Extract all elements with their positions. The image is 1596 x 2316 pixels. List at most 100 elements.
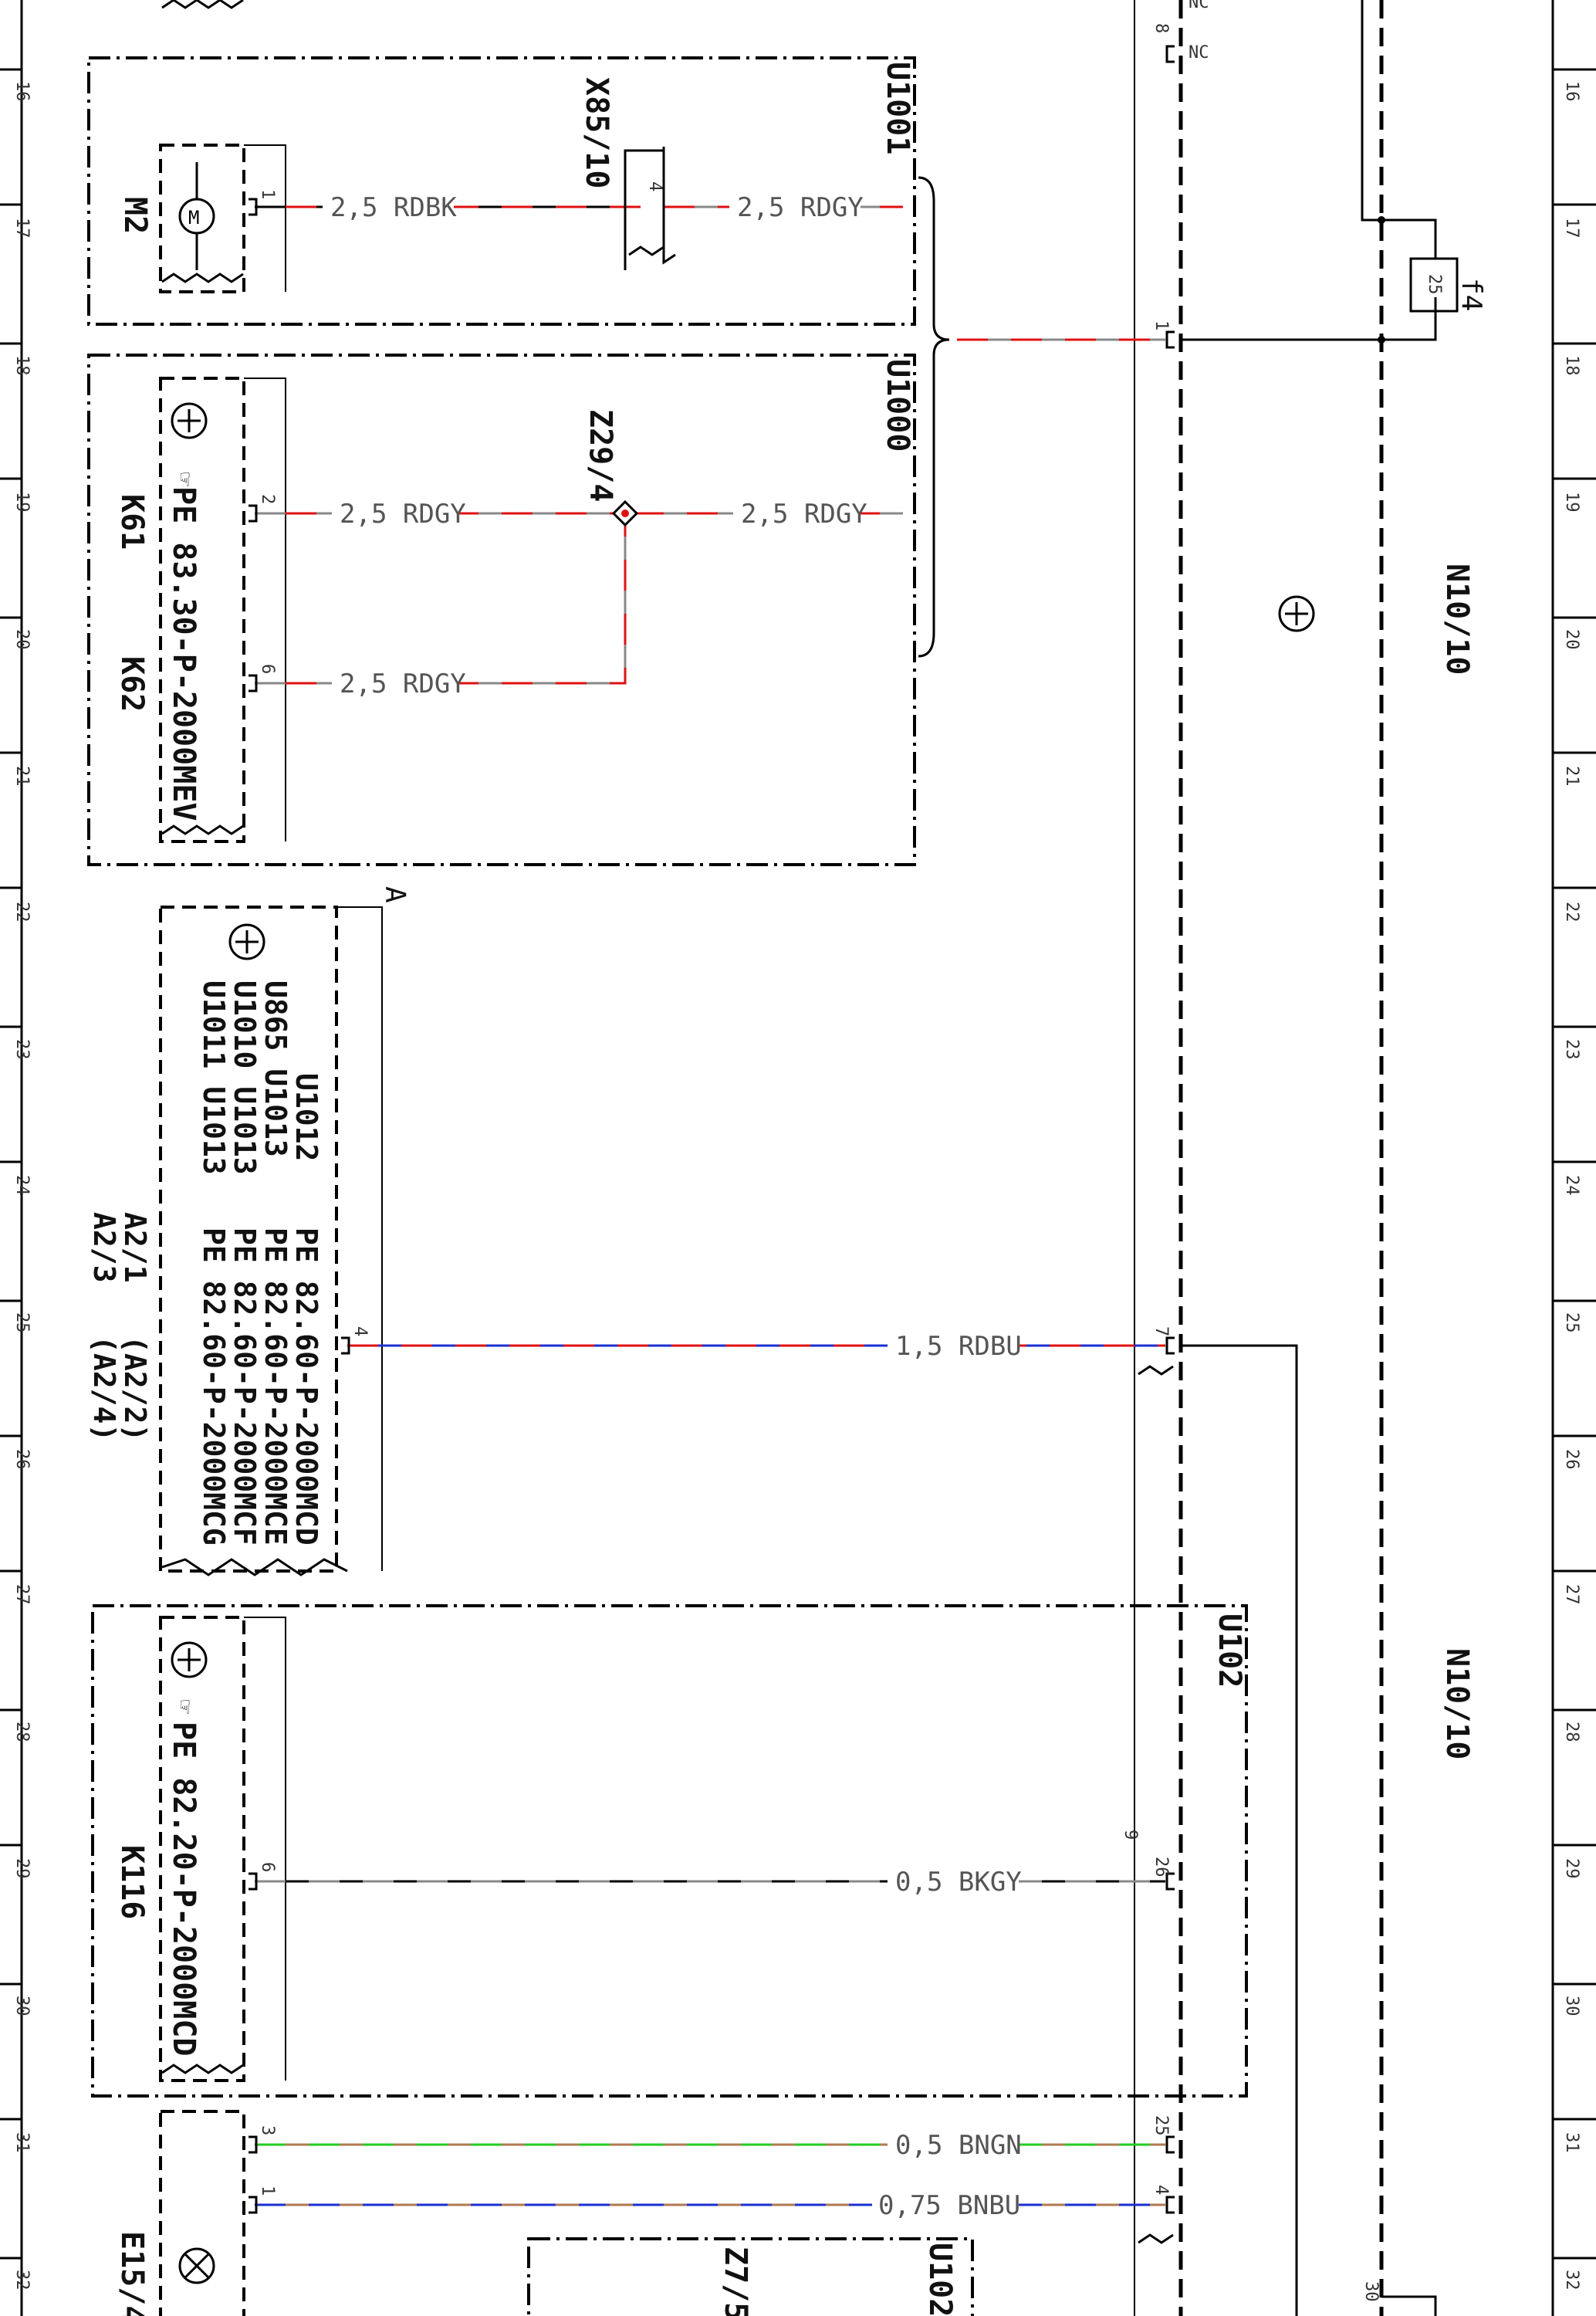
- pin-number: 4: [645, 181, 664, 191]
- grid-num: 17: [1562, 218, 1581, 239]
- n10-top-label: N10/10: [1439, 564, 1475, 676]
- grid-num: 20: [1562, 629, 1581, 650]
- grid-num: 27: [1562, 1584, 1581, 1605]
- svg-text:☞: ☞: [171, 472, 198, 486]
- e15-connector: [159, 2110, 245, 2316]
- k62-label: K62: [114, 656, 150, 712]
- fuse-left-node: [1378, 216, 1385, 224]
- pin-number: 9: [1121, 1830, 1140, 1840]
- grid-num: 21: [1562, 766, 1581, 787]
- wire-label: 2,5 RDGY: [340, 499, 466, 530]
- wire-label: 2,5 RDGY: [737, 192, 864, 223]
- n10-internal-wiring: [1181, 0, 1459, 2316]
- pin-number: 30: [1361, 2281, 1381, 2302]
- grid-num: 26: [1562, 1449, 1581, 1470]
- z7-label: Z7/5: [718, 2247, 753, 2316]
- svg-text:☞: ☞: [171, 1700, 198, 1714]
- grid-num: 18: [12, 355, 32, 376]
- grid-strip-right: [1551, 0, 1596, 2316]
- grid-num: 31: [12, 2132, 32, 2153]
- pin-number: 4: [350, 1326, 370, 1336]
- pin-number: 2: [258, 494, 277, 504]
- a2-line1-units: U1012: [289, 1073, 323, 1161]
- pin-number: 1: [258, 189, 277, 199]
- pin-ticks: [249, 45, 1175, 2214]
- u1001-box: [87, 56, 916, 326]
- wire-label: 0,75 BNBU: [878, 2190, 1020, 2221]
- wire-label: 0,5 BNGN: [895, 2130, 1022, 2161]
- k116-connector: [159, 1616, 245, 2082]
- grid-num: 20: [12, 629, 32, 650]
- z29-splice: [611, 499, 639, 527]
- grid-num: 28: [1562, 1722, 1581, 1742]
- k61-label: K61: [114, 494, 150, 550]
- pin-number: 6: [258, 1862, 277, 1872]
- grid-num: 16: [12, 81, 32, 102]
- grid-numbers-right: 16 17 18 19 20 21 22 23 24 25 26 27 28 2…: [1562, 81, 1581, 2291]
- n10-bottom-label: N10/10: [1439, 1648, 1475, 1760]
- grid-num: 29: [12, 1858, 32, 1879]
- grid-num: 22: [1562, 902, 1581, 923]
- grid-num: 16: [1562, 81, 1581, 102]
- grid-num: 23: [12, 1039, 32, 1060]
- a2-connector: [159, 906, 338, 1573]
- a2-line2-units: U865 U1013: [259, 980, 292, 1157]
- wire-label: 1,5 RDBU: [895, 1331, 1022, 1362]
- fuse-label: f4: [1456, 278, 1487, 311]
- k116-doc-label: PE 82.20-P-2000MCD: [166, 1722, 201, 2056]
- x85-connector: [624, 147, 676, 270]
- u102b-label: U102: [922, 2243, 958, 2316]
- wire-k62-z29: [255, 521, 627, 685]
- electronic-component-icon: [1278, 595, 1315, 632]
- z29-label: Z29/4: [583, 409, 618, 502]
- u1000-box: [87, 354, 916, 866]
- grid-num: 17: [12, 218, 32, 239]
- grid-num: 25: [1562, 1312, 1581, 1333]
- x85-label: X85/10: [579, 77, 614, 189]
- u102-label: U102: [1212, 1613, 1247, 1688]
- grid-num: 32: [12, 2270, 32, 2291]
- k116-label: K116: [114, 1845, 150, 1919]
- grid-num: 30: [1562, 1996, 1581, 2016]
- grid-num: 22: [12, 902, 32, 923]
- grid-numbers-left: 16 17 18 19 20 21 22 23 24 25 26 27 28 2…: [12, 81, 32, 2291]
- pin-number: 26: [1151, 1857, 1171, 1878]
- z7-box: [527, 2237, 974, 2316]
- u102-box: [91, 1604, 1248, 2098]
- fuse-right-node: [1378, 336, 1385, 344]
- grid-num: 29: [1562, 1858, 1581, 1879]
- grid-num: 23: [1562, 1039, 1581, 1060]
- a2-ref-a21: A2/1: [118, 1212, 152, 1283]
- grid-num: 19: [12, 492, 32, 513]
- wire-label: 2,5 RDGY: [340, 669, 466, 699]
- grid-num: 30: [12, 1996, 32, 2016]
- pin-number: 6: [258, 664, 277, 674]
- pin-number: 25: [1151, 2115, 1171, 2136]
- electronic-component-icon: [171, 1641, 208, 1678]
- wire-label: 0,5 BKGY: [895, 1867, 1022, 1898]
- grid-num: 24: [12, 1175, 32, 1196]
- pin-number: 1: [1151, 320, 1171, 330]
- grid-num: 27: [12, 1584, 32, 1605]
- u1001-label: U1001: [880, 62, 915, 154]
- lamp-icon: [178, 2247, 215, 2284]
- a2-line2-doc: PE 82.60-P-2000MCE: [259, 1227, 292, 1546]
- grid-num: 26: [12, 1449, 32, 1470]
- a2-line3-doc: PE 82.60-P-2000MCF: [228, 1227, 262, 1546]
- grid-num: 31: [1562, 2132, 1581, 2153]
- a2-ref-a23: A2/3: [87, 1212, 121, 1283]
- pin-number: 4: [1151, 2185, 1171, 2195]
- grid-num: 28: [12, 1722, 32, 1742]
- wire-label: 2,5 RDBK: [330, 192, 457, 223]
- grid-strip-left: [0, 0, 23, 2316]
- wire-label: 2,5 RDGY: [741, 499, 867, 530]
- break-marks: [161, 0, 1174, 2244]
- a2-marker: A: [379, 886, 411, 903]
- electronic-component-icon: [171, 402, 208, 439]
- motor-icon: M: [178, 162, 215, 270]
- a2-ref-a24: (A2/4): [87, 1336, 121, 1441]
- a2-line3-units: U1010 U1013: [228, 980, 262, 1175]
- cable-brace: [918, 176, 950, 658]
- electronic-component-icon: [228, 923, 265, 960]
- k6x-connector: [159, 377, 245, 843]
